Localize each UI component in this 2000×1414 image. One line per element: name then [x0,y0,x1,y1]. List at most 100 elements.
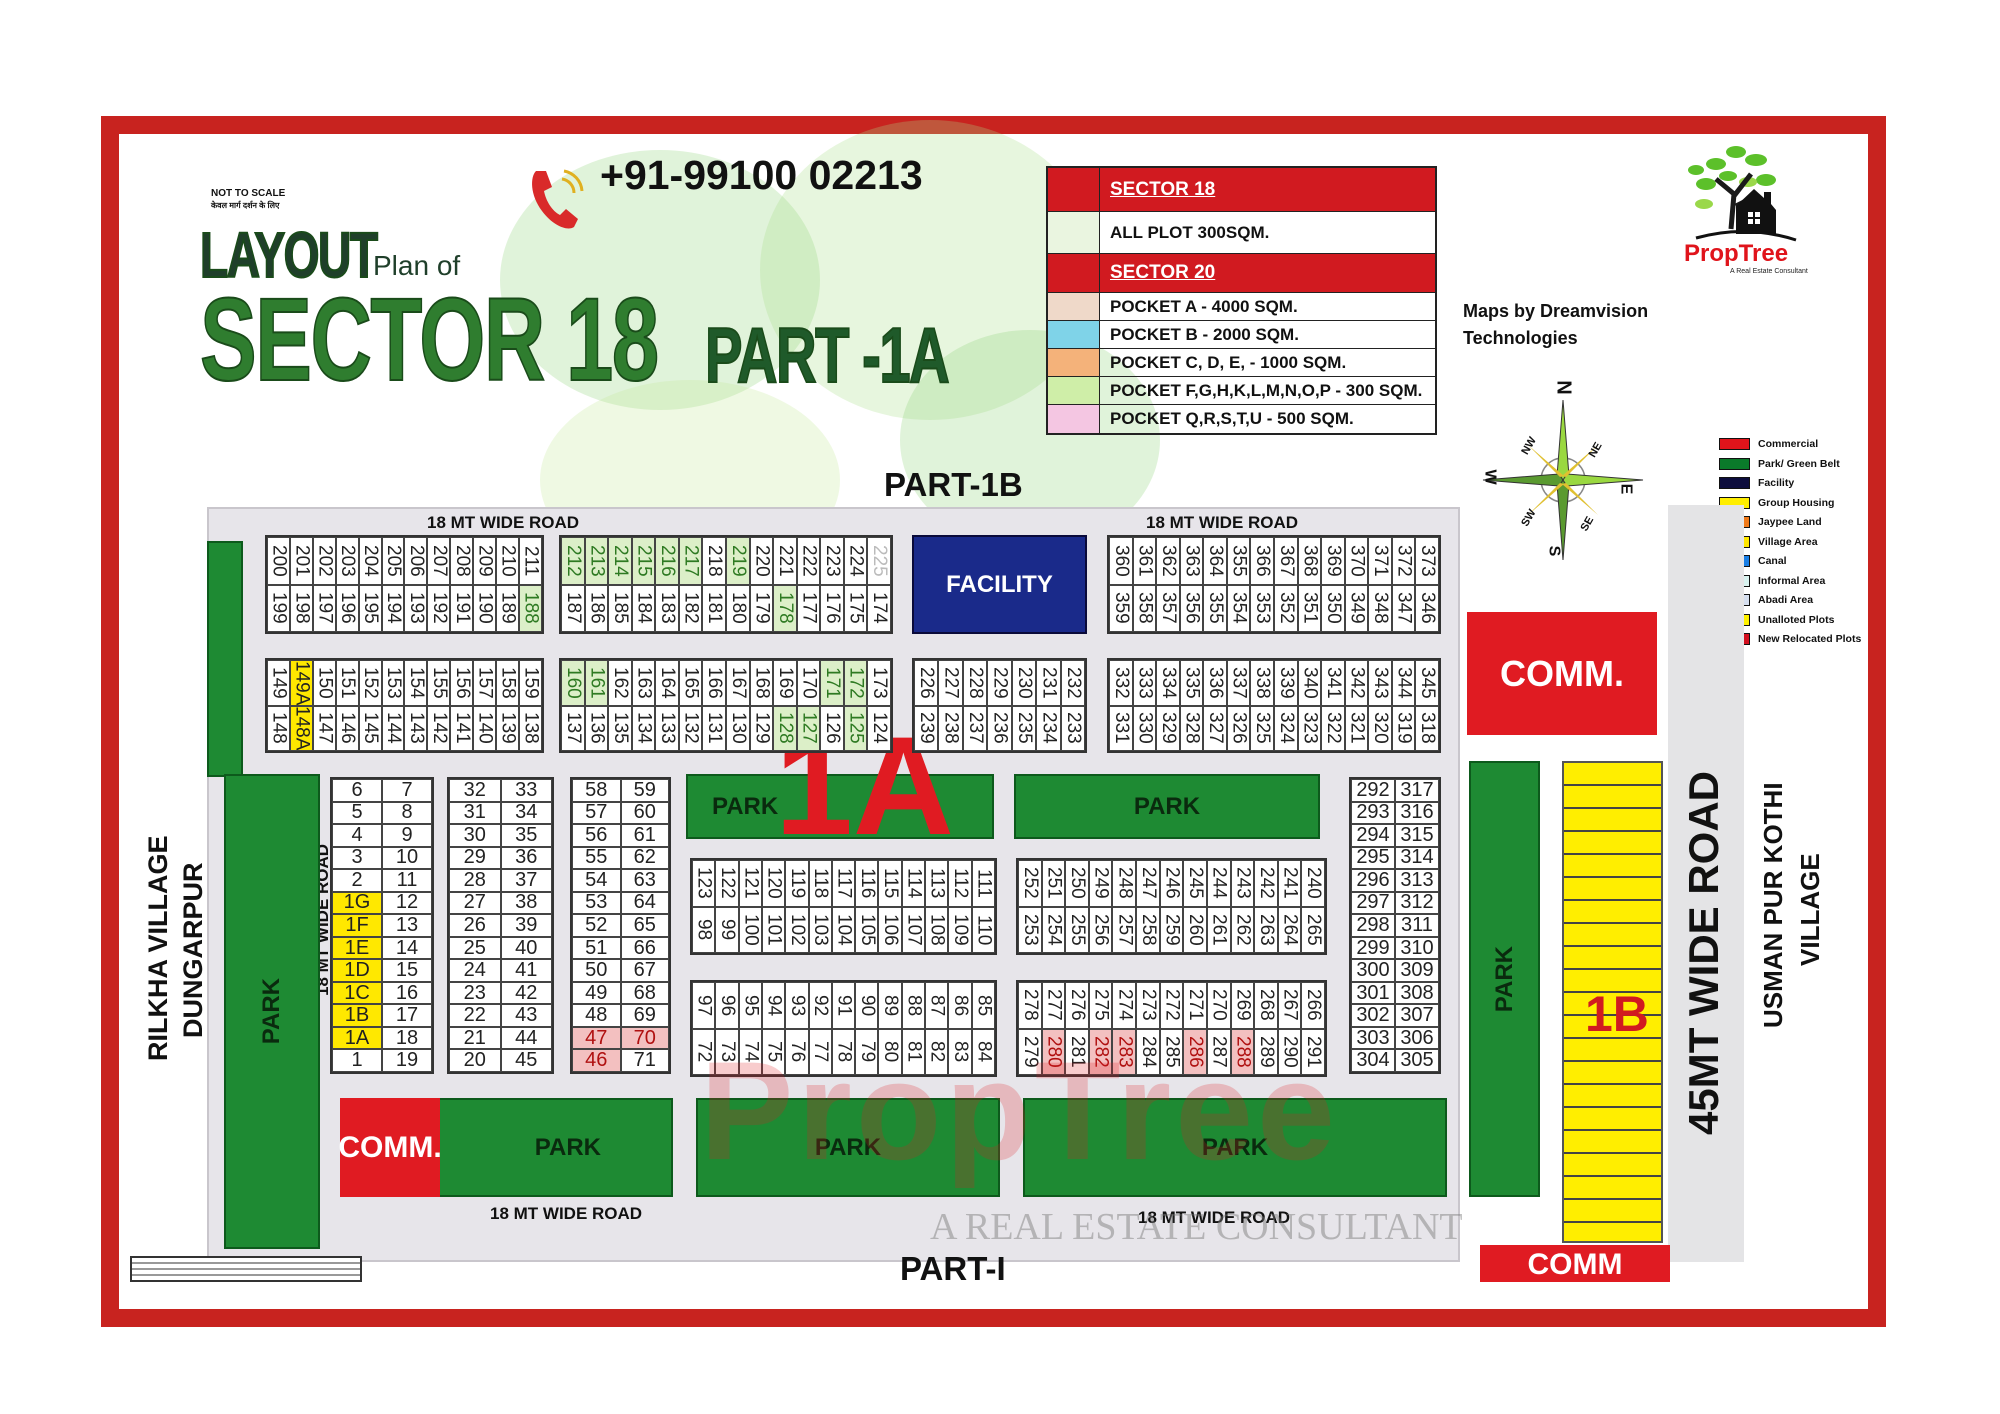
plot-113[interactable]: 113 [925,860,949,907]
plot-17[interactable]: 17 [382,1004,432,1027]
plot-370[interactable]: 370 [1344,537,1369,585]
plot-362[interactable]: 362 [1156,537,1180,585]
plot-50[interactable]: 50 [572,959,621,982]
plot-201[interactable]: 201 [289,537,313,585]
plot-273[interactable]: 273 [1136,982,1160,1029]
plot-356[interactable]: 356 [1179,584,1204,632]
plot-309[interactable]: 309 [1395,959,1439,982]
plot-140[interactable]: 140 [473,705,497,751]
plot-118[interactable]: 118 [808,860,832,907]
plot-215[interactable]: 215 [631,537,656,585]
plot-272[interactable]: 272 [1159,982,1184,1029]
plot-79[interactable]: 79 [855,1028,879,1075]
plot-117[interactable]: 117 [831,860,856,907]
plot-242[interactable]: 242 [1254,860,1278,907]
plot-83[interactable]: 83 [948,1028,972,1075]
plot-34[interactable]: 34 [500,801,552,825]
plot-18[interactable]: 18 [382,1026,432,1050]
plot-285[interactable]: 285 [1159,1028,1184,1075]
plot-249[interactable]: 249 [1088,860,1113,907]
plot-282[interactable]: 282 [1088,1028,1113,1075]
plot-321[interactable]: 321 [1344,705,1369,751]
plot-149A[interactable]: 149A [289,660,313,706]
plot-191[interactable]: 191 [450,584,474,632]
plot-110[interactable]: 110 [971,906,995,953]
plot-193[interactable]: 193 [404,584,428,632]
plot-33[interactable]: 33 [500,779,552,802]
plot-68[interactable]: 68 [620,981,669,1005]
plot-164[interactable]: 164 [655,660,679,706]
plot-138[interactable]: 138 [519,705,542,751]
plot-19[interactable]: 19 [382,1049,432,1072]
plot-348[interactable]: 348 [1368,584,1392,632]
plot-27[interactable]: 27 [449,891,501,915]
plot-247[interactable]: 247 [1136,860,1160,907]
plot-199[interactable]: 199 [267,584,290,632]
plot-264[interactable]: 264 [1277,906,1302,953]
plot-1D[interactable]: 1D [332,959,382,982]
plot-157[interactable]: 157 [473,660,497,706]
plot-38[interactable]: 38 [500,891,552,915]
plot-189[interactable]: 189 [496,584,520,632]
plot-323[interactable]: 323 [1297,705,1322,751]
plot-352[interactable]: 352 [1273,584,1298,632]
plot-167[interactable]: 167 [725,660,750,706]
plot-111[interactable]: 111 [971,860,995,907]
plot-25[interactable]: 25 [449,936,501,960]
plot-372[interactable]: 372 [1391,537,1416,585]
plot-177[interactable]: 177 [796,584,821,632]
plot-347[interactable]: 347 [1391,584,1416,632]
plot-61[interactable]: 61 [620,824,669,847]
plot-9[interactable]: 9 [382,824,432,847]
plot-344[interactable]: 344 [1391,660,1416,706]
plot-182[interactable]: 182 [678,584,703,632]
plot-70[interactable]: 70 [620,1026,669,1050]
plot-343[interactable]: 343 [1368,660,1392,706]
plot-261[interactable]: 261 [1206,906,1231,953]
plot-218[interactable]: 218 [702,537,726,585]
plot-7[interactable]: 7 [382,779,432,802]
plot-312[interactable]: 312 [1395,891,1439,915]
plot-287[interactable]: 287 [1206,1028,1231,1075]
plot-230[interactable]: 230 [1011,660,1037,706]
plot-168[interactable]: 168 [749,660,774,706]
plot-172[interactable]: 172 [843,660,868,706]
plot-251[interactable]: 251 [1041,860,1066,907]
plot-245[interactable]: 245 [1183,860,1207,907]
plot-128[interactable]: 128 [773,705,797,751]
plot-298[interactable]: 298 [1351,914,1395,937]
plot-322[interactable]: 322 [1321,705,1345,751]
plot-1C[interactable]: 1C [332,981,382,1005]
plot-122[interactable]: 122 [715,860,739,907]
plot-125[interactable]: 125 [843,705,868,751]
plot-81[interactable]: 81 [901,1028,926,1075]
plot-6[interactable]: 6 [332,779,382,802]
plot-195[interactable]: 195 [358,584,382,632]
plot-23[interactable]: 23 [449,981,501,1005]
plot-174[interactable]: 174 [867,584,891,632]
plot-56[interactable]: 56 [572,824,621,847]
plot-94[interactable]: 94 [761,982,786,1029]
plot-155[interactable]: 155 [427,660,451,706]
plot-115[interactable]: 115 [878,860,902,907]
plot-35[interactable]: 35 [500,824,552,847]
plot-342[interactable]: 342 [1344,660,1369,706]
plot-148[interactable]: 148 [267,705,290,751]
plot-60[interactable]: 60 [620,801,669,825]
plot-325[interactable]: 325 [1250,705,1274,751]
plot-133[interactable]: 133 [655,705,679,751]
plot-185[interactable]: 185 [608,584,632,632]
plot-22[interactable]: 22 [449,1004,501,1027]
plot-84[interactable]: 84 [971,1028,995,1075]
plot-361[interactable]: 361 [1132,537,1157,585]
plot-293[interactable]: 293 [1351,801,1395,825]
plot-166[interactable]: 166 [702,660,726,706]
plot-226[interactable]: 226 [914,660,939,706]
plot-64[interactable]: 64 [620,891,669,915]
plot-72[interactable]: 72 [692,1028,716,1075]
plot-48[interactable]: 48 [572,1004,621,1027]
plot-208[interactable]: 208 [450,537,474,585]
plot-278[interactable]: 278 [1018,982,1042,1029]
plot-355[interactable]: 355 [1203,584,1227,632]
plot-77[interactable]: 77 [808,1028,832,1075]
